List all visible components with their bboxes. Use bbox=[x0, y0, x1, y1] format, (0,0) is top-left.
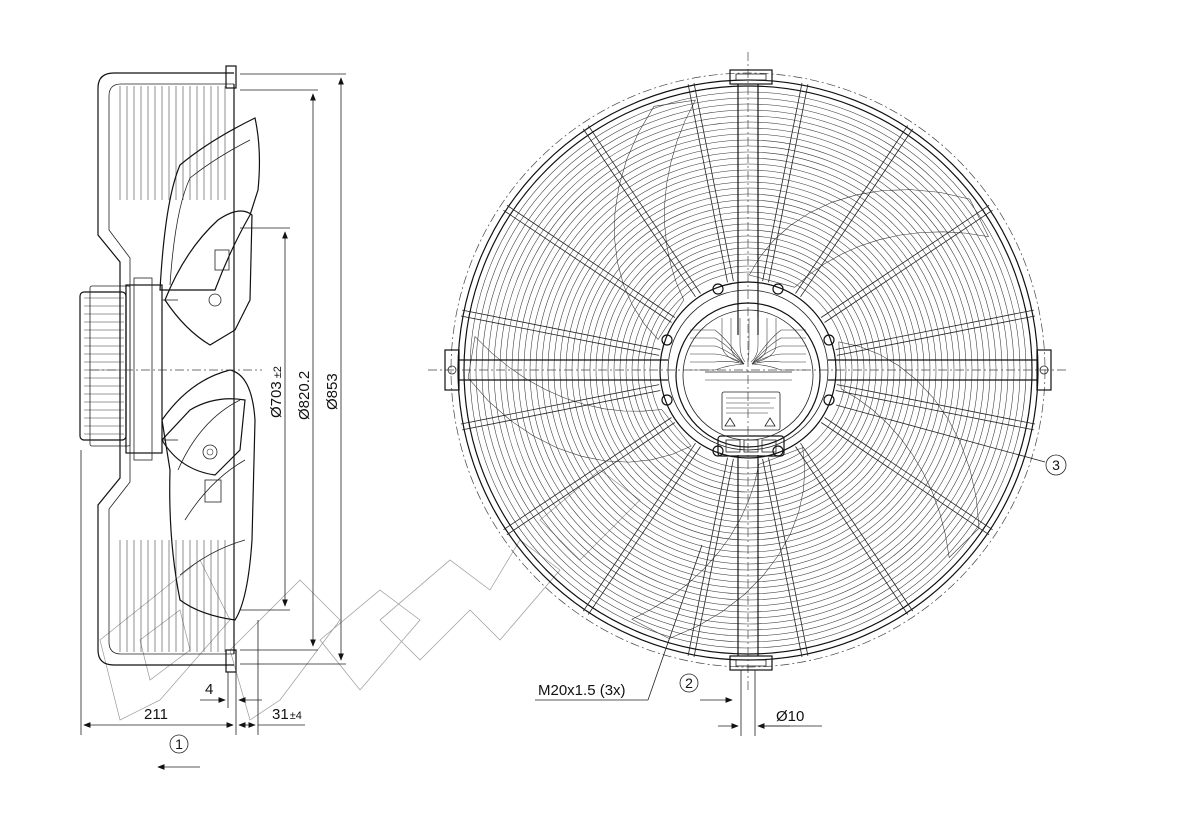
dim-width-4: 4 bbox=[200, 672, 262, 708]
mounting-bracket-top bbox=[729, 69, 773, 335]
svg-text:M20x1.5 (3x): M20x1.5 (3x) bbox=[538, 682, 626, 699]
svg-text:1: 1 bbox=[175, 736, 183, 752]
svg-text:211: 211 bbox=[144, 706, 168, 723]
dim-width-211: 211 bbox=[80, 450, 237, 735]
watermark-logo bbox=[99, 469, 641, 721]
svg-text:2: 2 bbox=[685, 675, 693, 691]
dim-d853: Ø853 bbox=[240, 73, 346, 665]
cable-gland-label: M20x1.5 (3x) bbox=[535, 544, 703, 701]
fan-blades-front bbox=[467, 99, 989, 639]
dim-hole-d10: Ø10 bbox=[718, 670, 822, 736]
side-view: Ø703±2 Ø820.2 Ø853 211 4 bbox=[79, 65, 346, 770]
dim-width-31: 31±4 bbox=[238, 620, 305, 735]
svg-text:Ø820.2: Ø820.2 bbox=[296, 371, 313, 420]
dim-d703: Ø703±2 bbox=[240, 227, 290, 611]
svg-text:Ø853: Ø853 bbox=[324, 373, 341, 410]
svg-text:4: 4 bbox=[205, 681, 213, 698]
svg-text:3: 3 bbox=[1052, 457, 1060, 473]
mounting-bracket-left bbox=[444, 349, 668, 391]
svg-text:31±4: 31±4 bbox=[272, 706, 302, 723]
callout-terminal: 3 bbox=[835, 404, 1067, 476]
mounting-bracket-bottom bbox=[729, 455, 773, 671]
fan-blades-side bbox=[159, 117, 261, 621]
guard-struts bbox=[460, 82, 1036, 658]
motor-hub-front bbox=[659, 281, 837, 459]
svg-text:Ø703±2: Ø703±2 bbox=[268, 366, 285, 418]
guard-grill-side bbox=[97, 72, 234, 666]
svg-text:Ø10: Ø10 bbox=[776, 708, 804, 725]
mounting-bracket-right bbox=[828, 349, 1052, 391]
callout-airflow: 1 bbox=[157, 734, 200, 770]
motor-body-side bbox=[79, 277, 178, 461]
callout-mount: 2 bbox=[679, 673, 733, 703]
dim-d820: Ø820.2 bbox=[240, 89, 318, 651]
front-view: 3 M20x1.5 (3x) 2 Ø10 bbox=[428, 52, 1068, 736]
